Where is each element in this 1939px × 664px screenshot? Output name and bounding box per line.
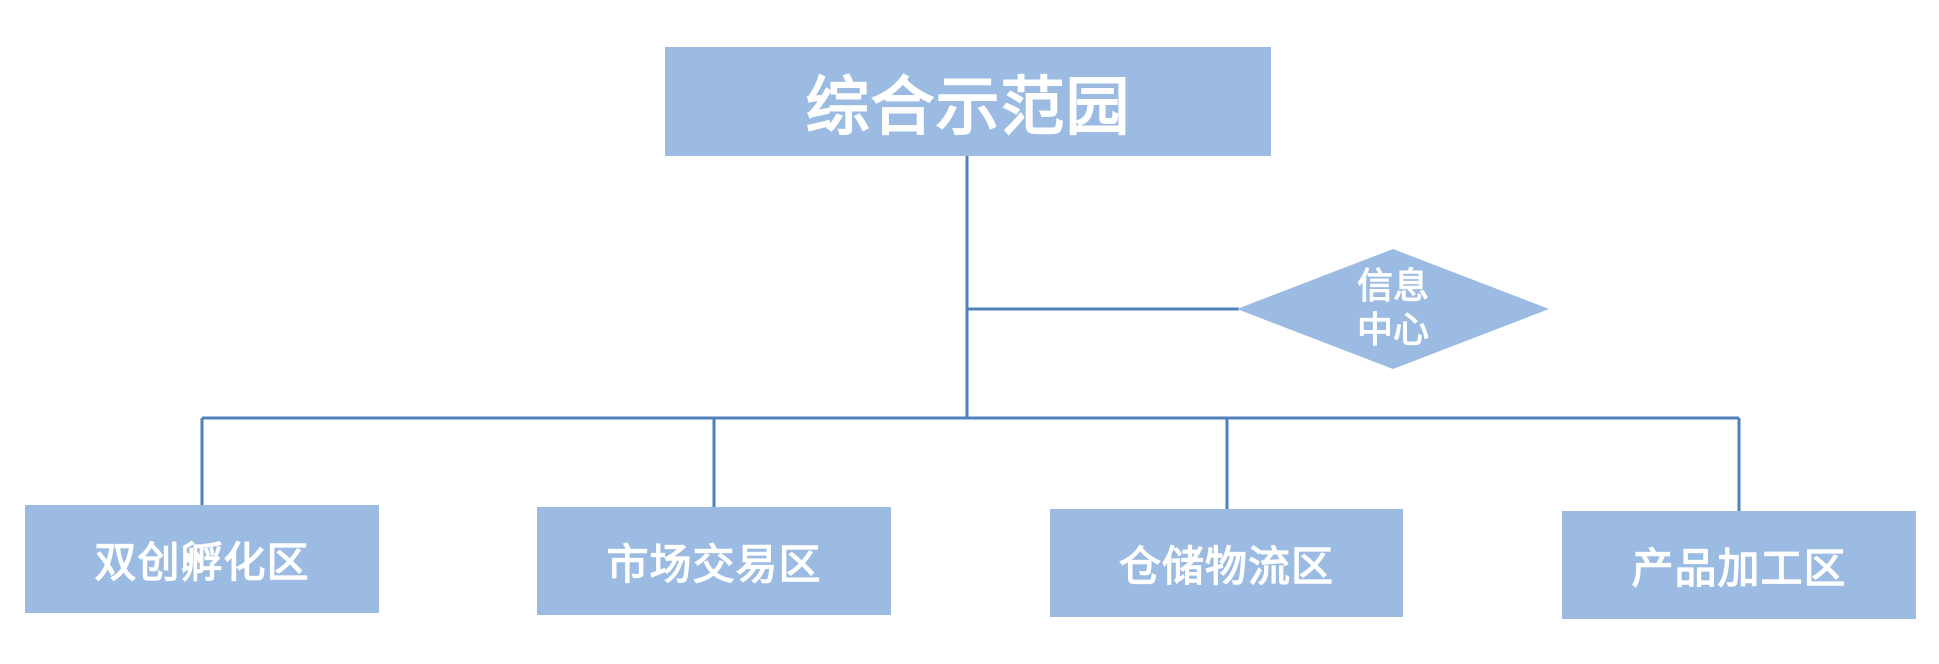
info-center-label: 信息 中心 bbox=[1237, 249, 1549, 369]
child-node-3-label: 仓储物流区 bbox=[1118, 541, 1334, 591]
child-node-4-label: 产品加工区 bbox=[1631, 543, 1847, 593]
child-node-2: 市场交易区 bbox=[537, 507, 891, 615]
info-center-label-line1: 信息 bbox=[1356, 266, 1429, 307]
info-center-node: 信息 中心 bbox=[1237, 249, 1549, 369]
root-node-box: 综合示范园 bbox=[665, 47, 1271, 156]
info-center-label-line2: 中心 bbox=[1356, 310, 1429, 351]
child-node-1-label: 双创孵化区 bbox=[94, 537, 310, 587]
child-node-1: 双创孵化区 bbox=[25, 505, 379, 613]
child-node-2-label: 市场交易区 bbox=[606, 539, 822, 589]
child-node-4: 产品加工区 bbox=[1562, 511, 1916, 619]
diamond-shape bbox=[1237, 249, 1549, 369]
child-node-3: 仓储物流区 bbox=[1050, 509, 1403, 617]
root-node-label: 综合示范园 bbox=[805, 70, 1131, 145]
